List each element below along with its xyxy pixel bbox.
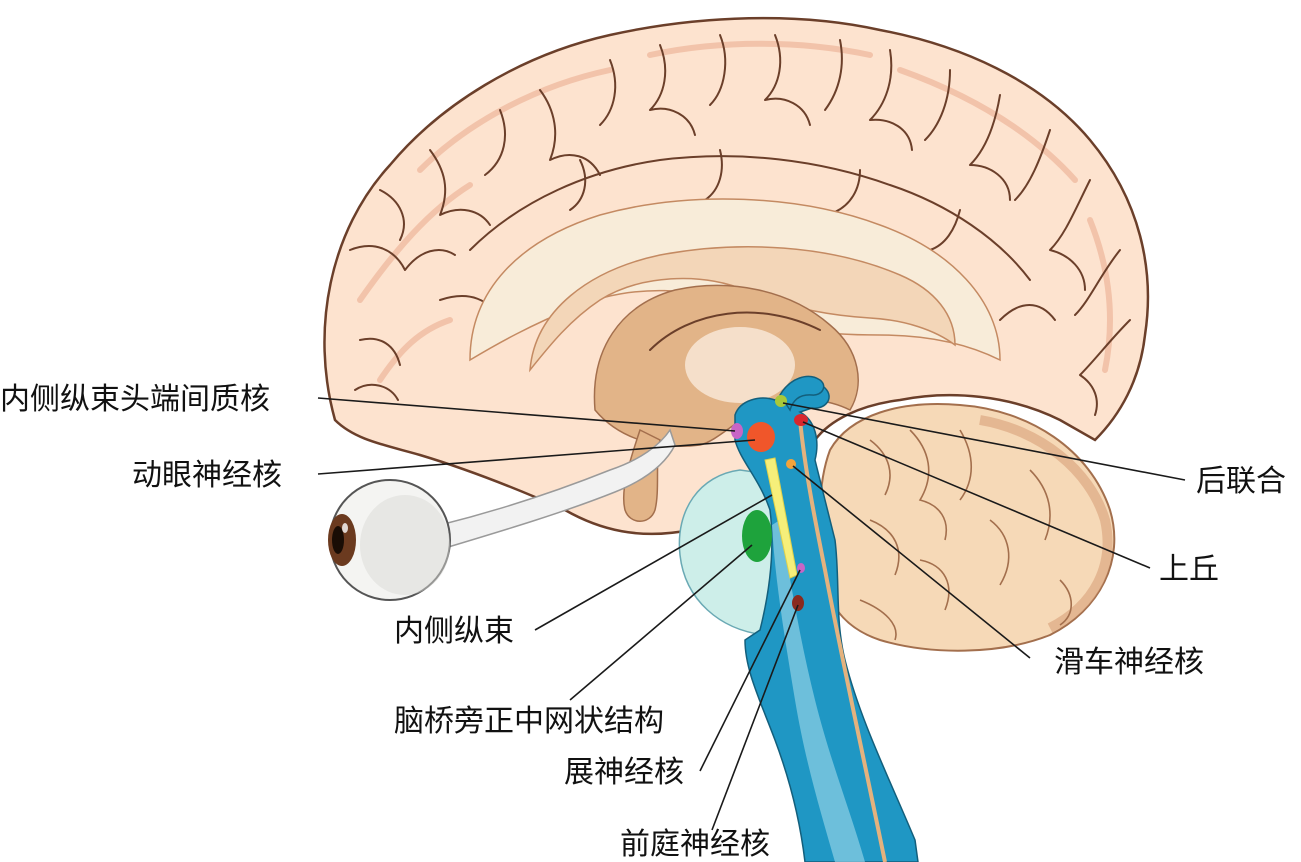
leader-oculomotor xyxy=(317,439,756,475)
eye-and-optic-nerve xyxy=(328,428,676,601)
labels: 内侧纵束头端间质核 动眼神经核 内侧纵束 脑桥旁正中网状结构 展神经核 前庭神经… xyxy=(0,382,1286,862)
leader-superior-colliculus xyxy=(802,421,1151,569)
gyri-highlights xyxy=(357,40,1113,383)
label-vestibular: 前庭神经核 xyxy=(620,827,770,862)
label-abducens: 展神经核 xyxy=(564,755,684,790)
eyeball-icon xyxy=(328,479,451,601)
abducens-nucleus xyxy=(797,563,805,573)
cerebrum xyxy=(323,16,1150,536)
superior-colliculus-dot xyxy=(794,414,808,426)
label-pprf: 脑桥旁正中网状结构 xyxy=(394,704,664,739)
corpus-callosum xyxy=(529,246,956,373)
posterior-commissure-dot xyxy=(775,395,787,407)
riMLF-nucleus xyxy=(731,423,743,439)
thalamus-highlight xyxy=(685,327,795,403)
leader-posterior-commissure xyxy=(782,402,1186,481)
superior-tectum-curl xyxy=(779,375,825,412)
nuclei xyxy=(731,395,808,611)
leader-riMLF xyxy=(317,397,736,432)
leader-trochlear xyxy=(792,465,1031,659)
label-posterior-commissure: 后联合 xyxy=(1196,464,1286,499)
gyri-folds xyxy=(349,34,1131,416)
oculomotor-nucleus xyxy=(747,422,775,452)
label-trochlear: 滑车神经核 xyxy=(1054,645,1204,680)
leader-pprf xyxy=(569,544,753,701)
leader-vestibular xyxy=(711,604,799,831)
vestibular-nucleus xyxy=(792,595,804,611)
fornix xyxy=(649,311,821,351)
cerebellum-cortex-rim xyxy=(979,415,1113,633)
optic-nerve xyxy=(439,428,676,549)
label-riMLF: 内侧纵束头端间质核 xyxy=(0,382,270,417)
label-mlf: 内侧纵束 xyxy=(394,614,514,649)
label-oculomotor: 动眼神经核 xyxy=(132,458,282,493)
cerebellum xyxy=(819,403,1116,652)
leader-mlf xyxy=(534,494,773,631)
aqueduct-line xyxy=(798,419,887,862)
label-superior-colliculus: 上丘 xyxy=(1159,552,1219,587)
pprf-region xyxy=(742,510,772,562)
brainstem-light-band xyxy=(772,520,865,862)
leader-abducens xyxy=(699,569,801,772)
leader-lines xyxy=(317,397,1186,831)
